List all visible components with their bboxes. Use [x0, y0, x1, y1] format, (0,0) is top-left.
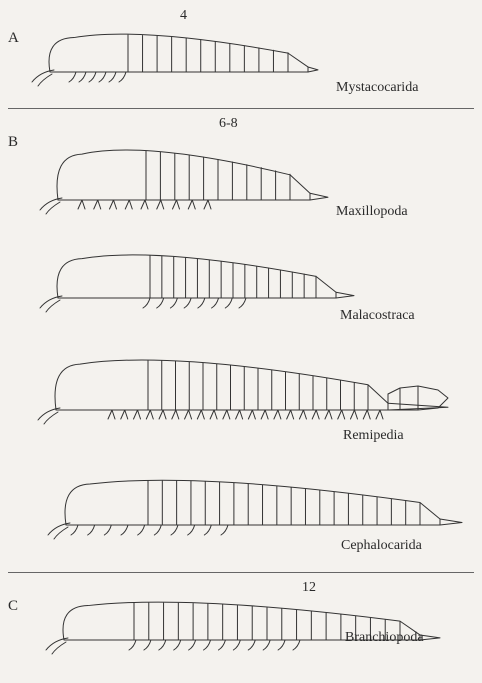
divider-b-c	[8, 572, 474, 573]
body-remipedia-leg	[159, 410, 166, 419]
body-maxillopoda-leg	[94, 200, 101, 209]
body-malacostraca-leg	[184, 298, 191, 308]
body-mystacocarida-leg	[69, 72, 76, 82]
body-remipedia	[38, 360, 448, 424]
section-label-b: B	[8, 134, 18, 151]
body-cephalocarida	[48, 480, 462, 539]
body-remipedia-leg	[197, 410, 204, 419]
body-branchiopoda-leg	[233, 640, 240, 650]
body-mystacocarida-outline	[49, 34, 308, 72]
body-remipedia-leg	[185, 410, 192, 419]
body-branchiopoda-leg	[174, 640, 181, 650]
body-mystacocarida-leg	[79, 72, 86, 82]
body-remipedia-leg	[299, 410, 306, 419]
section-label-a: A	[8, 30, 19, 47]
body-cephalocarida-leg	[104, 525, 111, 535]
body-malacostraca-leg	[239, 298, 246, 308]
body-malacostraca-outline	[57, 255, 336, 298]
body-branchiopoda-leg	[129, 640, 136, 650]
body-remipedia-leg	[312, 410, 319, 419]
body-cephalocarida-leg	[71, 525, 78, 535]
body-mystacocarida-telson	[308, 67, 318, 72]
body-cephalocarida-leg	[188, 525, 195, 535]
taxon-label-mystacocarida: Mystacocarida	[336, 80, 418, 96]
body-branchiopoda	[46, 602, 440, 654]
divider-a-b	[8, 108, 474, 109]
body-remipedia-leg	[261, 410, 268, 419]
taxon-label-maxillopoda: Maxillopoda	[336, 204, 408, 220]
body-cephalocarida-leg	[171, 525, 178, 535]
body-maxillopoda-leg	[204, 200, 211, 209]
body-remipedia-leg	[134, 410, 141, 419]
body-maxillopoda-leg	[78, 200, 85, 209]
body-remipedia-leg	[236, 410, 243, 419]
taxon-label-cephalocarida: Cephalocarida	[341, 538, 422, 554]
body-remipedia-leg	[325, 410, 332, 419]
body-maxillopoda-leg	[188, 200, 195, 209]
body-cephalocarida-leg	[154, 525, 161, 535]
body-maxillopoda-leg	[157, 200, 164, 209]
remipedia-tail-segments	[388, 386, 448, 410]
body-remipedia-leg	[172, 410, 179, 419]
body-maxillopoda	[40, 150, 328, 214]
body-cephalocarida-leg	[88, 525, 95, 535]
body-remipedia-leg	[338, 410, 345, 419]
body-branchiopoda-leg	[159, 640, 166, 650]
body-branchiopoda-leg	[144, 640, 151, 650]
body-mystacocarida	[32, 34, 318, 86]
body-cephalocarida-leg	[204, 525, 211, 535]
body-malacostraca-leg	[143, 298, 150, 308]
body-remipedia-leg	[248, 410, 255, 419]
body-remipedia-leg	[350, 410, 357, 419]
body-branchiopoda-leg	[293, 640, 300, 650]
body-remipedia-leg	[146, 410, 153, 419]
body-remipedia-leg	[287, 410, 294, 419]
section-label-c: C	[8, 598, 18, 615]
body-remipedia-leg	[223, 410, 230, 419]
body-branchiopoda-leg	[248, 640, 255, 650]
segment-count-a: 4	[180, 8, 187, 24]
body-cephalocarida-leg	[221, 525, 228, 535]
body-mystacocarida-leg	[99, 72, 106, 82]
body-malacostraca-leg	[225, 298, 232, 308]
body-maxillopoda-leg	[125, 200, 132, 209]
body-maxillopoda-telson	[310, 193, 328, 200]
body-branchiopoda-leg	[263, 640, 270, 650]
body-cephalocarida-leg	[121, 525, 128, 535]
body-remipedia-leg	[108, 410, 115, 419]
body-mystacocarida-leg	[109, 72, 116, 82]
body-malacostraca-telson	[336, 292, 354, 298]
body-remipedia-leg	[363, 410, 370, 419]
body-branchiopoda-leg	[218, 640, 225, 650]
body-malacostraca-leg	[170, 298, 177, 308]
segment-count-b: 6-8	[219, 116, 238, 132]
taxon-label-branchiopoda: Branchiopoda	[345, 630, 424, 646]
body-mystacocarida-leg	[89, 72, 96, 82]
body-branchiopoda-leg	[189, 640, 196, 650]
body-branchiopoda-leg	[278, 640, 285, 650]
body-malacostraca	[40, 255, 354, 312]
taxon-label-remipedia: Remipedia	[343, 428, 404, 444]
body-maxillopoda-leg	[110, 200, 117, 209]
body-remipedia-leg	[210, 410, 217, 419]
body-remipedia-outline	[55, 360, 388, 410]
body-malacostraca-leg	[212, 298, 219, 308]
body-cephalocarida-outline	[65, 480, 440, 525]
taxon-label-malacostraca: Malacostraca	[340, 308, 415, 324]
segment-count-c: 12	[302, 580, 316, 596]
body-remipedia-leg	[274, 410, 281, 419]
body-branchiopoda-leg	[204, 640, 211, 650]
body-remipedia-leg	[121, 410, 128, 419]
body-cephalocarida-leg	[138, 525, 145, 535]
body-mystacocarida-leg	[119, 72, 126, 82]
body-remipedia-leg	[376, 410, 383, 419]
body-maxillopoda-leg	[173, 200, 180, 209]
body-maxillopoda-outline	[57, 150, 310, 200]
body-maxillopoda-leg	[141, 200, 148, 209]
body-malacostraca-leg	[157, 298, 164, 308]
body-cephalocarida-telson	[440, 519, 462, 525]
body-malacostraca-leg	[198, 298, 205, 308]
